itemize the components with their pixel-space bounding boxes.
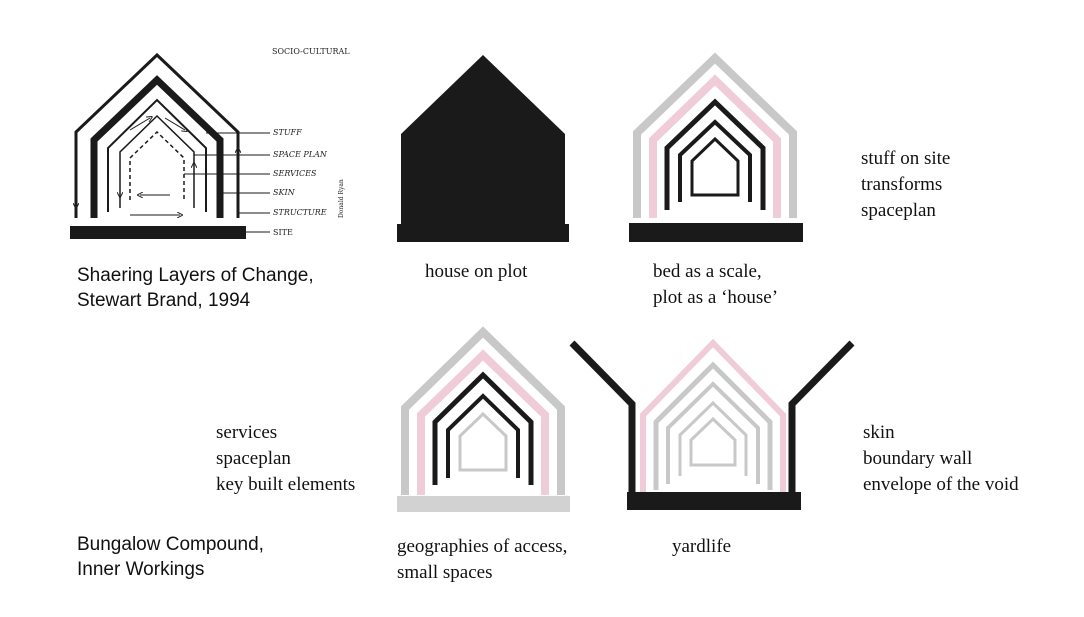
caption-line: envelope of the void: [863, 474, 1019, 495]
caption-house-on-plot: house on plot: [425, 259, 527, 285]
caption-line: skin: [863, 422, 895, 443]
socio-cultural-label: SOCIO-CULTURAL: [272, 47, 350, 56]
caption-geographies: geographies of access, small spaces: [397, 534, 567, 586]
layer-label-services: SERVICES: [273, 169, 317, 178]
yardlife-diagram: [569, 338, 855, 510]
caption-stuff-on-site: stuff on site transforms spaceplan: [861, 146, 950, 224]
house-on-plot-diagram: [397, 55, 569, 242]
signature-label: Donald Ryan: [338, 179, 345, 218]
layer-label-site: SITE: [273, 228, 293, 237]
layer-label-structure: STRUCTURE: [273, 208, 327, 217]
caption-line: plot as a ‘house’: [653, 287, 779, 308]
caption-line: Stewart Brand, 1994: [77, 290, 251, 311]
shearing-layers-diagram: [70, 52, 270, 239]
caption-line: services: [216, 422, 278, 443]
caption-line: geographies of access,: [397, 536, 568, 557]
caption-line: spaceplan: [861, 200, 936, 221]
caption-line: boundary wall: [863, 448, 973, 469]
caption-line: small spaces: [397, 562, 493, 583]
geographies-of-access-diagram: [397, 326, 570, 512]
caption-line: Bungalow Compound,: [77, 534, 264, 555]
bed-scale-diagram: [629, 52, 803, 242]
layer-label-skin: SKIN: [273, 188, 295, 197]
caption-brand: Shaering Layers of Change, Stewart Brand…: [77, 263, 314, 313]
caption-yardlife: yardlife: [672, 534, 731, 560]
caption-line: Shaering Layers of Change,: [77, 265, 314, 286]
caption-line: bed as a scale,: [653, 261, 762, 282]
caption-skin: skin boundary wall envelope of the void: [863, 420, 1019, 498]
caption-line: house on plot: [425, 261, 528, 282]
caption-line: transforms: [861, 174, 943, 195]
caption-bungalow: Bungalow Compound, Inner Workings: [77, 532, 264, 582]
caption-bed-scale: bed as a scale, plot as a ‘house’: [653, 259, 778, 311]
caption-line: key built elements: [216, 474, 356, 495]
caption-services: services spaceplan key built elements: [216, 420, 355, 498]
layer-label-space-plan: SPACE PLAN: [273, 150, 327, 159]
caption-line: spaceplan: [216, 448, 291, 469]
layer-label-stuff: STUFF: [273, 128, 302, 137]
caption-line: Inner Workings: [77, 559, 205, 580]
caption-line: stuff on site: [861, 148, 951, 169]
caption-line: yardlife: [672, 536, 732, 557]
